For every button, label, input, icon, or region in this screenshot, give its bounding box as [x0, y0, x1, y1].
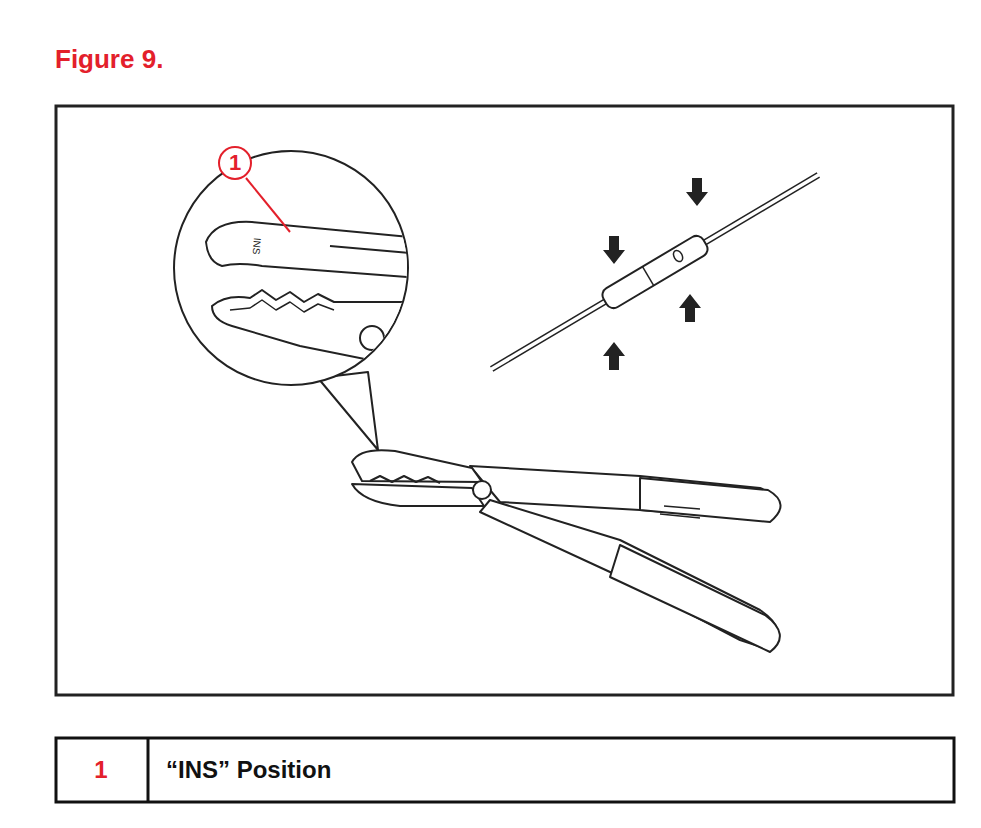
leader-line	[246, 178, 290, 232]
table-cell: “INS” Position	[166, 758, 331, 782]
callout-number: 1	[94, 758, 107, 782]
crimp-arrow	[603, 178, 708, 370]
figure-frame	[56, 106, 953, 695]
crimping-pliers	[352, 450, 781, 652]
crimped-splice	[486, 166, 824, 379]
magnified-view	[174, 151, 420, 450]
callout-number: 1	[229, 152, 241, 174]
figure-title: Figure 9.	[55, 44, 163, 75]
legend-table	[56, 738, 954, 802]
table-divider	[147, 738, 150, 802]
plier-marking: INS	[250, 237, 261, 254]
callout-circle: 1	[218, 146, 252, 180]
